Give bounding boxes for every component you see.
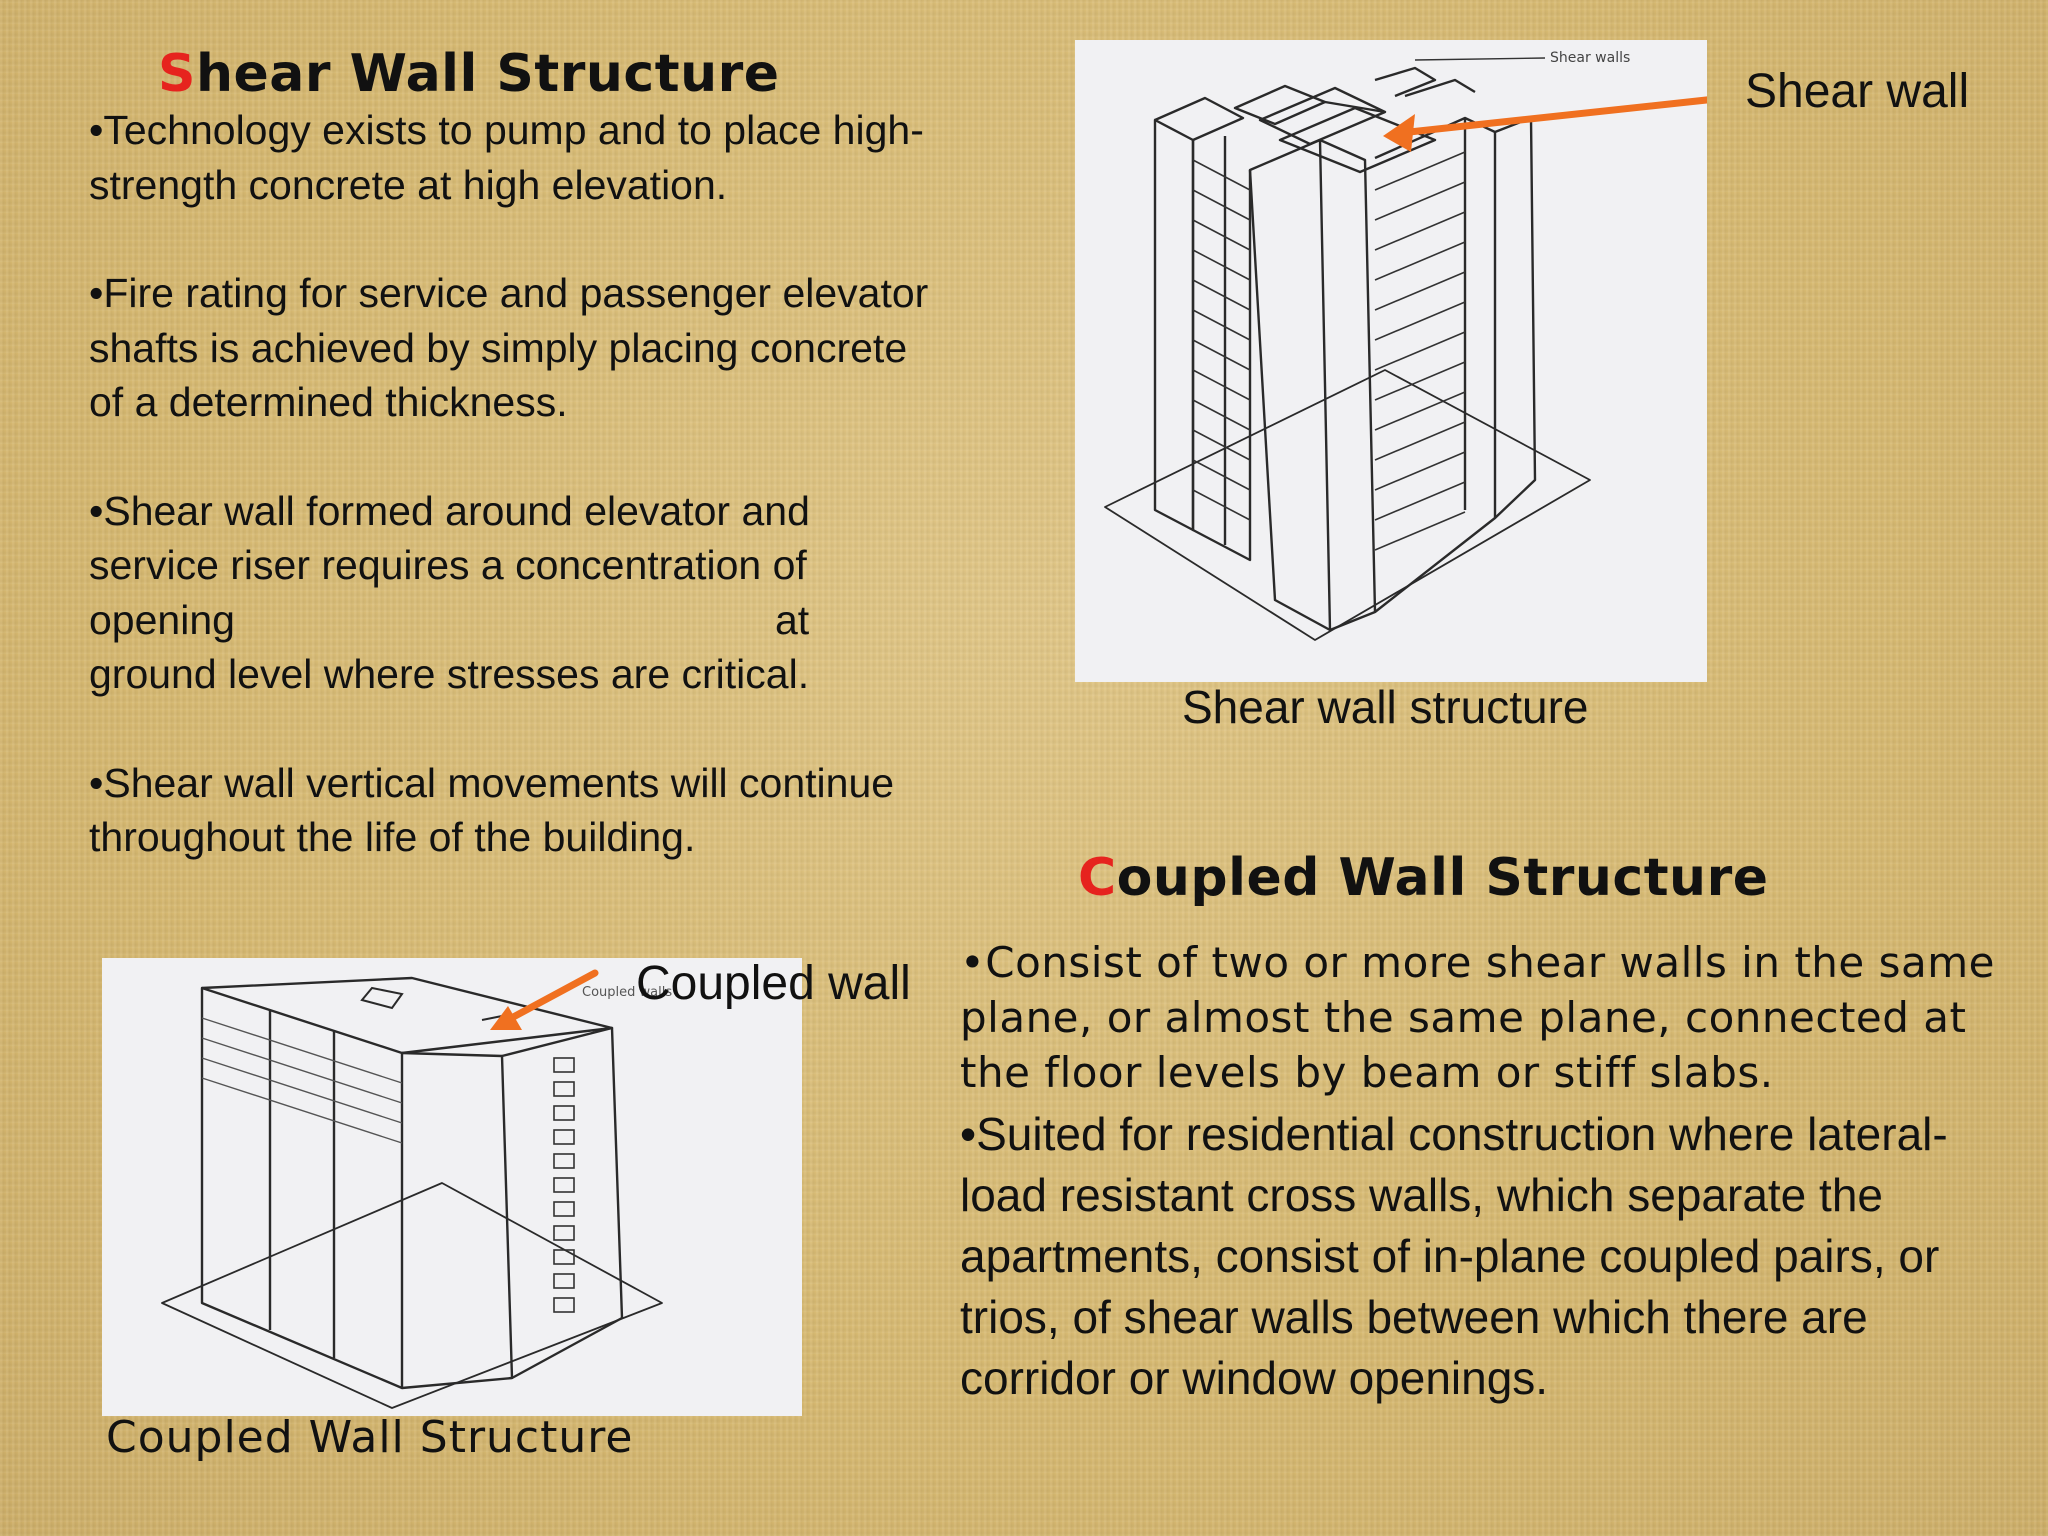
- title-rest: oupled Wall Structure: [1116, 848, 1769, 908]
- bullet-residential: •Suited for residential construction whe…: [960, 1108, 1948, 1404]
- coupled-wall-caption: Coupled Wall Structure: [106, 1412, 634, 1463]
- bullet-opening-text: •Shear wall formed around elevator and s…: [89, 487, 810, 643]
- bullet-opening-at: at: [774, 596, 810, 643]
- bullet-technology: •Technology exists to pump and to place …: [89, 107, 924, 208]
- shear-wall-callout: Shear wall: [1745, 65, 1970, 118]
- title-initial: S: [158, 44, 196, 104]
- title-initial: C: [1078, 848, 1117, 908]
- shear-wall-title: Shear Wall Structure: [158, 44, 780, 104]
- bullet-coupled-definition: •Consist of two or more shear walls in t…: [960, 938, 1995, 1097]
- coupled-wall-arrow: [490, 969, 599, 1030]
- title-rest: hear Wall Structure: [195, 44, 780, 104]
- coupled-wall-callout: Coupled wall: [636, 957, 911, 1010]
- bullet-vertical-movements: •Shear wall vertical movements will cont…: [89, 759, 895, 861]
- shear-wall-caption: Shear wall structure: [1182, 681, 1589, 733]
- drawing-label: Shear walls: [1550, 50, 1630, 66]
- bullet-opening-text-end: ground level where stresses are critical…: [89, 651, 810, 697]
- bullet-fire-rating: •Fire rating for service and passenger e…: [89, 270, 929, 425]
- coupled-wall-drawing: Coupled walls: [102, 958, 802, 1416]
- shear-wall-description: •Technology exists to pump and to place …: [89, 103, 929, 961]
- shear-wall-drawing: Shear walls: [1075, 40, 1729, 682]
- bullet-shear-wall-opening: •Shear wall formed around elevator and s…: [89, 484, 929, 702]
- coupled-wall-description: •Consist of two or more shear walls in t…: [960, 935, 2020, 1409]
- drawing-label: Coupled walls: [582, 985, 672, 1000]
- coupled-wall-title: Coupled Wall Structure: [1078, 848, 1769, 908]
- shear-wall-arrow: [1383, 94, 1729, 152]
